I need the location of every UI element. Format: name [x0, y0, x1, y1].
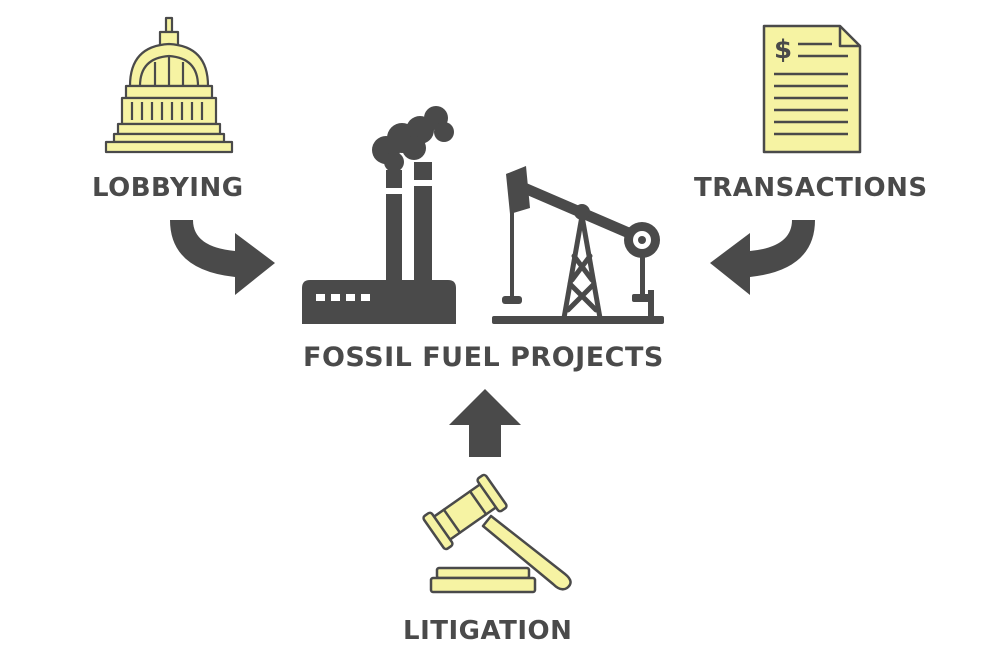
factory-smokestack-icon: [302, 106, 456, 324]
capitol-building-icon: [104, 16, 234, 154]
fossil-fuel-projects-label: FOSSIL FUEL PROJECTS: [303, 342, 664, 373]
curved-arrow-right-icon: [170, 220, 275, 295]
litigation-label: LITIGATION: [403, 616, 573, 646]
lobbying-label: LOBBYING: [92, 173, 244, 203]
invoice-document-icon: $: [762, 24, 862, 154]
arrow-up-icon: [449, 389, 521, 457]
transactions-label: TRANSACTIONS: [694, 173, 928, 203]
oil-pumpjack-icon: [492, 166, 664, 324]
curved-arrow-left-icon: [710, 220, 815, 295]
gavel-icon: [422, 473, 572, 594]
dollar-sign: $: [774, 35, 792, 65]
